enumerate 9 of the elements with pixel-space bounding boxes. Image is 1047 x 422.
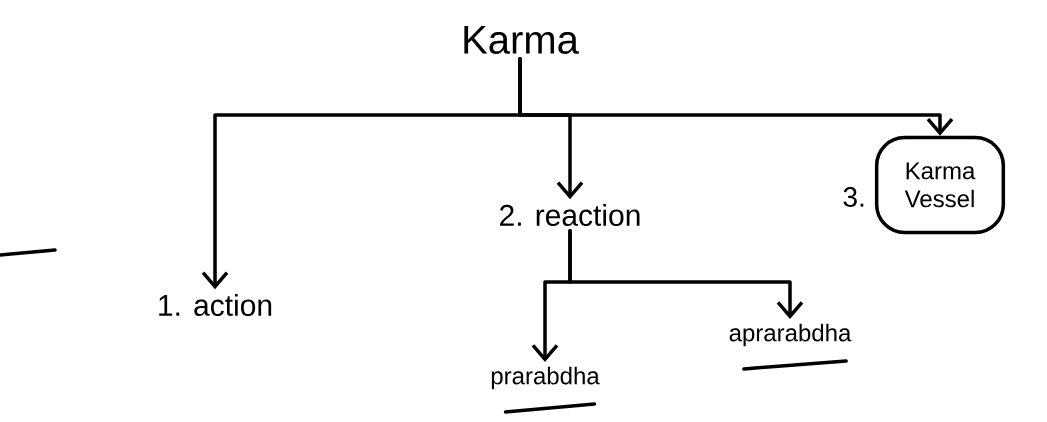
item-number: 3. — [843, 187, 864, 207]
rounded-box: Karma Vessel — [874, 135, 1006, 235]
title-text: Karma — [464, 26, 579, 54]
arrow — [518, 56, 954, 136]
branch-label: aprarabdha — [729, 323, 852, 347]
branch-label: prarabdha — [491, 366, 600, 390]
arrow — [568, 229, 804, 320]
branch-label: 1. action — [159, 294, 272, 316]
branch-label: 2. reaction — [500, 204, 640, 226]
